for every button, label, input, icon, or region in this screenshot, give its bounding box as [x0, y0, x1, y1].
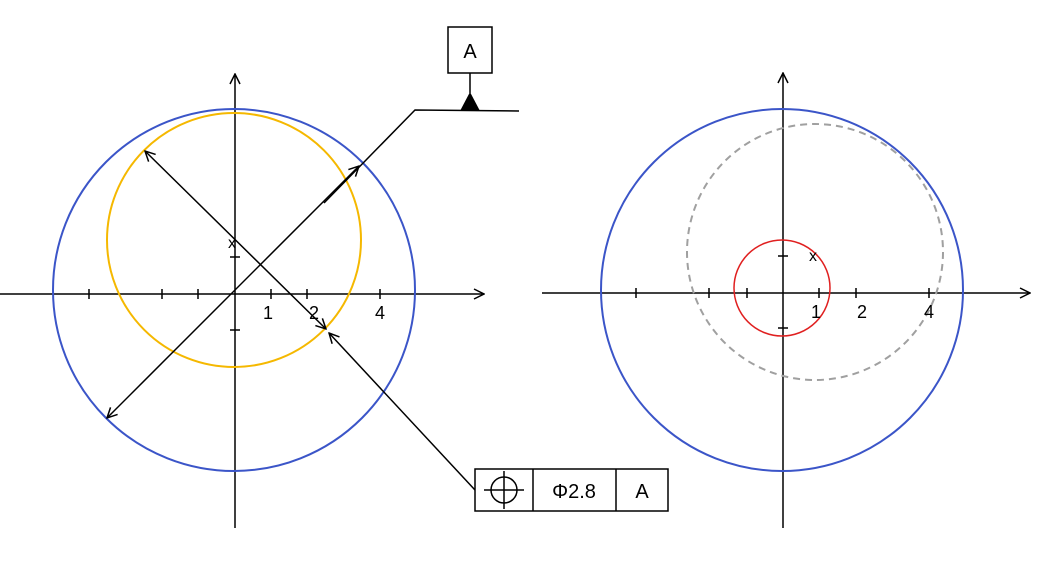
- left-center-marker: x: [228, 235, 236, 252]
- right-tick-label-2: 2: [857, 302, 867, 322]
- position-icon: [484, 471, 524, 509]
- right-shifted-circle: [686, 123, 944, 381]
- datum-leader-line: [323, 109, 520, 204]
- left-diameter-arrow-b: [145, 151, 326, 329]
- left-diameter-arrow-a: [107, 166, 359, 418]
- left-datum-circle: [52, 108, 416, 472]
- left-tick-label-2: 2: [309, 303, 319, 323]
- datum-feature-symbol: A: [447, 26, 493, 111]
- right-center-marker: x: [809, 248, 817, 265]
- right-figure: 1 2 4 x: [542, 73, 1030, 528]
- datum-box: [447, 26, 493, 74]
- left-tick-label-4: 4: [375, 303, 385, 323]
- right-tick-label-1: 1: [811, 302, 821, 322]
- fcf-leader-line: [329, 333, 476, 491]
- datum-triangle: [460, 92, 480, 111]
- right-tick-label-4: 4: [924, 302, 934, 322]
- left-tick-label-1: 1: [263, 303, 273, 323]
- fcf-tolerance-value: Φ2.8: [552, 481, 596, 503]
- feature-control-frame: Φ2.8 A: [474, 468, 669, 512]
- left-axes: [0, 74, 484, 528]
- datum-label: A: [463, 41, 477, 63]
- left-figure: 1 2 4 x: [0, 74, 520, 528]
- right-axes: [542, 73, 1030, 528]
- right-feature-circle: [600, 108, 964, 472]
- right-tolerance-zone: [733, 239, 831, 337]
- fcf-datum-reference: A: [635, 481, 649, 503]
